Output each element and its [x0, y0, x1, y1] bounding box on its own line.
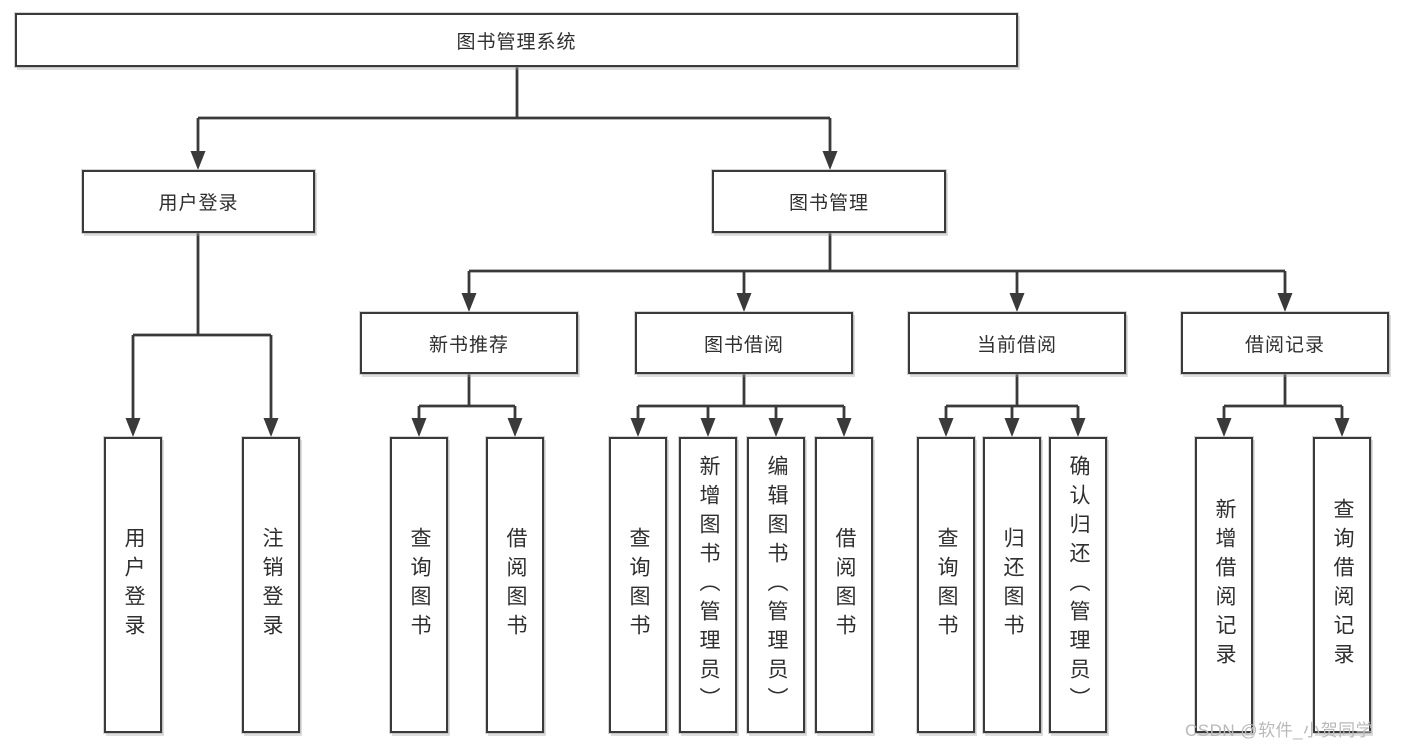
csdn-watermark: CSDN @软件_小贺同学: [1185, 721, 1374, 740]
leaf-logout: 注销登录: [242, 437, 300, 733]
node-borrow-records: 借阅记录: [1181, 312, 1389, 374]
leaf-query-borrow-record: 查询借阅记录: [1313, 437, 1371, 733]
node-new-book-recommend: 新书推荐: [360, 312, 578, 374]
leaf-user-login: 用户登录: [104, 437, 162, 733]
node-library-management-system: 图书管理系统: [15, 13, 1018, 67]
leaf-borrow-books-recommend: 借阅图书: [486, 437, 544, 733]
leaf-query-books-recommend: 查询图书: [390, 437, 448, 733]
leaf-return-book: 归还图书: [983, 437, 1041, 733]
leaf-query-books-borrow: 查询图书: [609, 437, 667, 733]
leaf-add-borrow-record: 新增借阅记录: [1195, 437, 1253, 733]
node-book-management: 图书管理: [712, 170, 946, 233]
leaf-add-book-admin: 新增图书（管理员）: [679, 437, 737, 733]
node-current-borrow: 当前借阅: [908, 312, 1126, 374]
leaf-query-books-current: 查询图书: [917, 437, 975, 733]
node-book-borrow: 图书借阅: [635, 312, 853, 374]
node-user-login: 用户登录: [82, 170, 315, 233]
leaf-edit-book-admin: 编辑图书（管理员）: [747, 437, 805, 733]
leaf-borrow-books: 借阅图书: [815, 437, 873, 733]
leaf-confirm-return-admin: 确认归还（管理员）: [1049, 437, 1107, 733]
